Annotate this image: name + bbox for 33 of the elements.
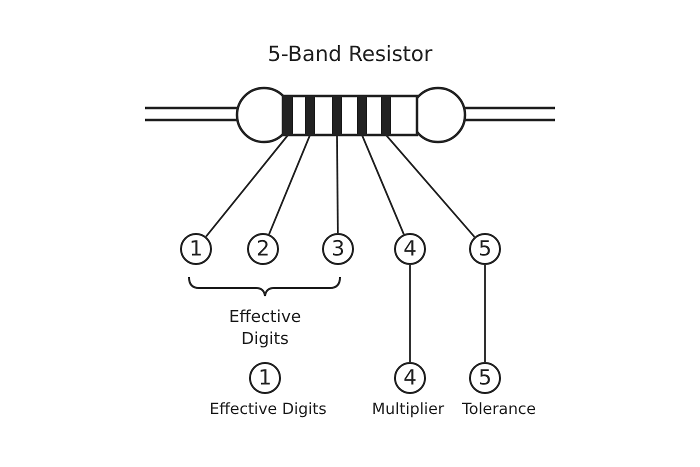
numbered-circle <box>180 233 212 265</box>
caption-text: Multiplier <box>372 400 444 418</box>
color-band <box>357 96 367 135</box>
circle-number: 5 <box>477 368 493 388</box>
numbered-circle <box>249 362 281 394</box>
numbered-circle <box>469 233 501 265</box>
circle-number: 4 <box>402 368 418 388</box>
circle-number: 1 <box>257 368 273 388</box>
leader-line <box>361 134 405 235</box>
leader-line <box>409 265 411 362</box>
leader-line <box>268 134 311 235</box>
color-band <box>381 96 391 135</box>
numbered-circle <box>247 233 279 265</box>
caption-text: Effective Digits <box>209 400 327 418</box>
leader-line <box>205 134 289 238</box>
numbered-circle <box>322 233 354 265</box>
diagram-title: 5-Band Resistor <box>268 42 432 66</box>
color-band <box>283 96 293 135</box>
group-label: Effective Digits <box>228 306 302 350</box>
circle-number: 3 <box>330 238 346 260</box>
numbered-circle <box>394 362 426 394</box>
circle-number: 2 <box>255 238 271 260</box>
color-band <box>332 96 342 135</box>
circle-number: 5 <box>477 238 493 260</box>
numbered-circle <box>469 362 501 394</box>
numbered-circle <box>394 233 426 265</box>
caption-text: Tolerance <box>462 400 536 418</box>
leader-line <box>484 265 486 362</box>
leader-line <box>336 135 339 233</box>
circle-number: 4 <box>402 238 418 260</box>
leader-line <box>385 134 476 238</box>
color-band <box>305 96 315 135</box>
circle-number: 1 <box>188 238 204 260</box>
